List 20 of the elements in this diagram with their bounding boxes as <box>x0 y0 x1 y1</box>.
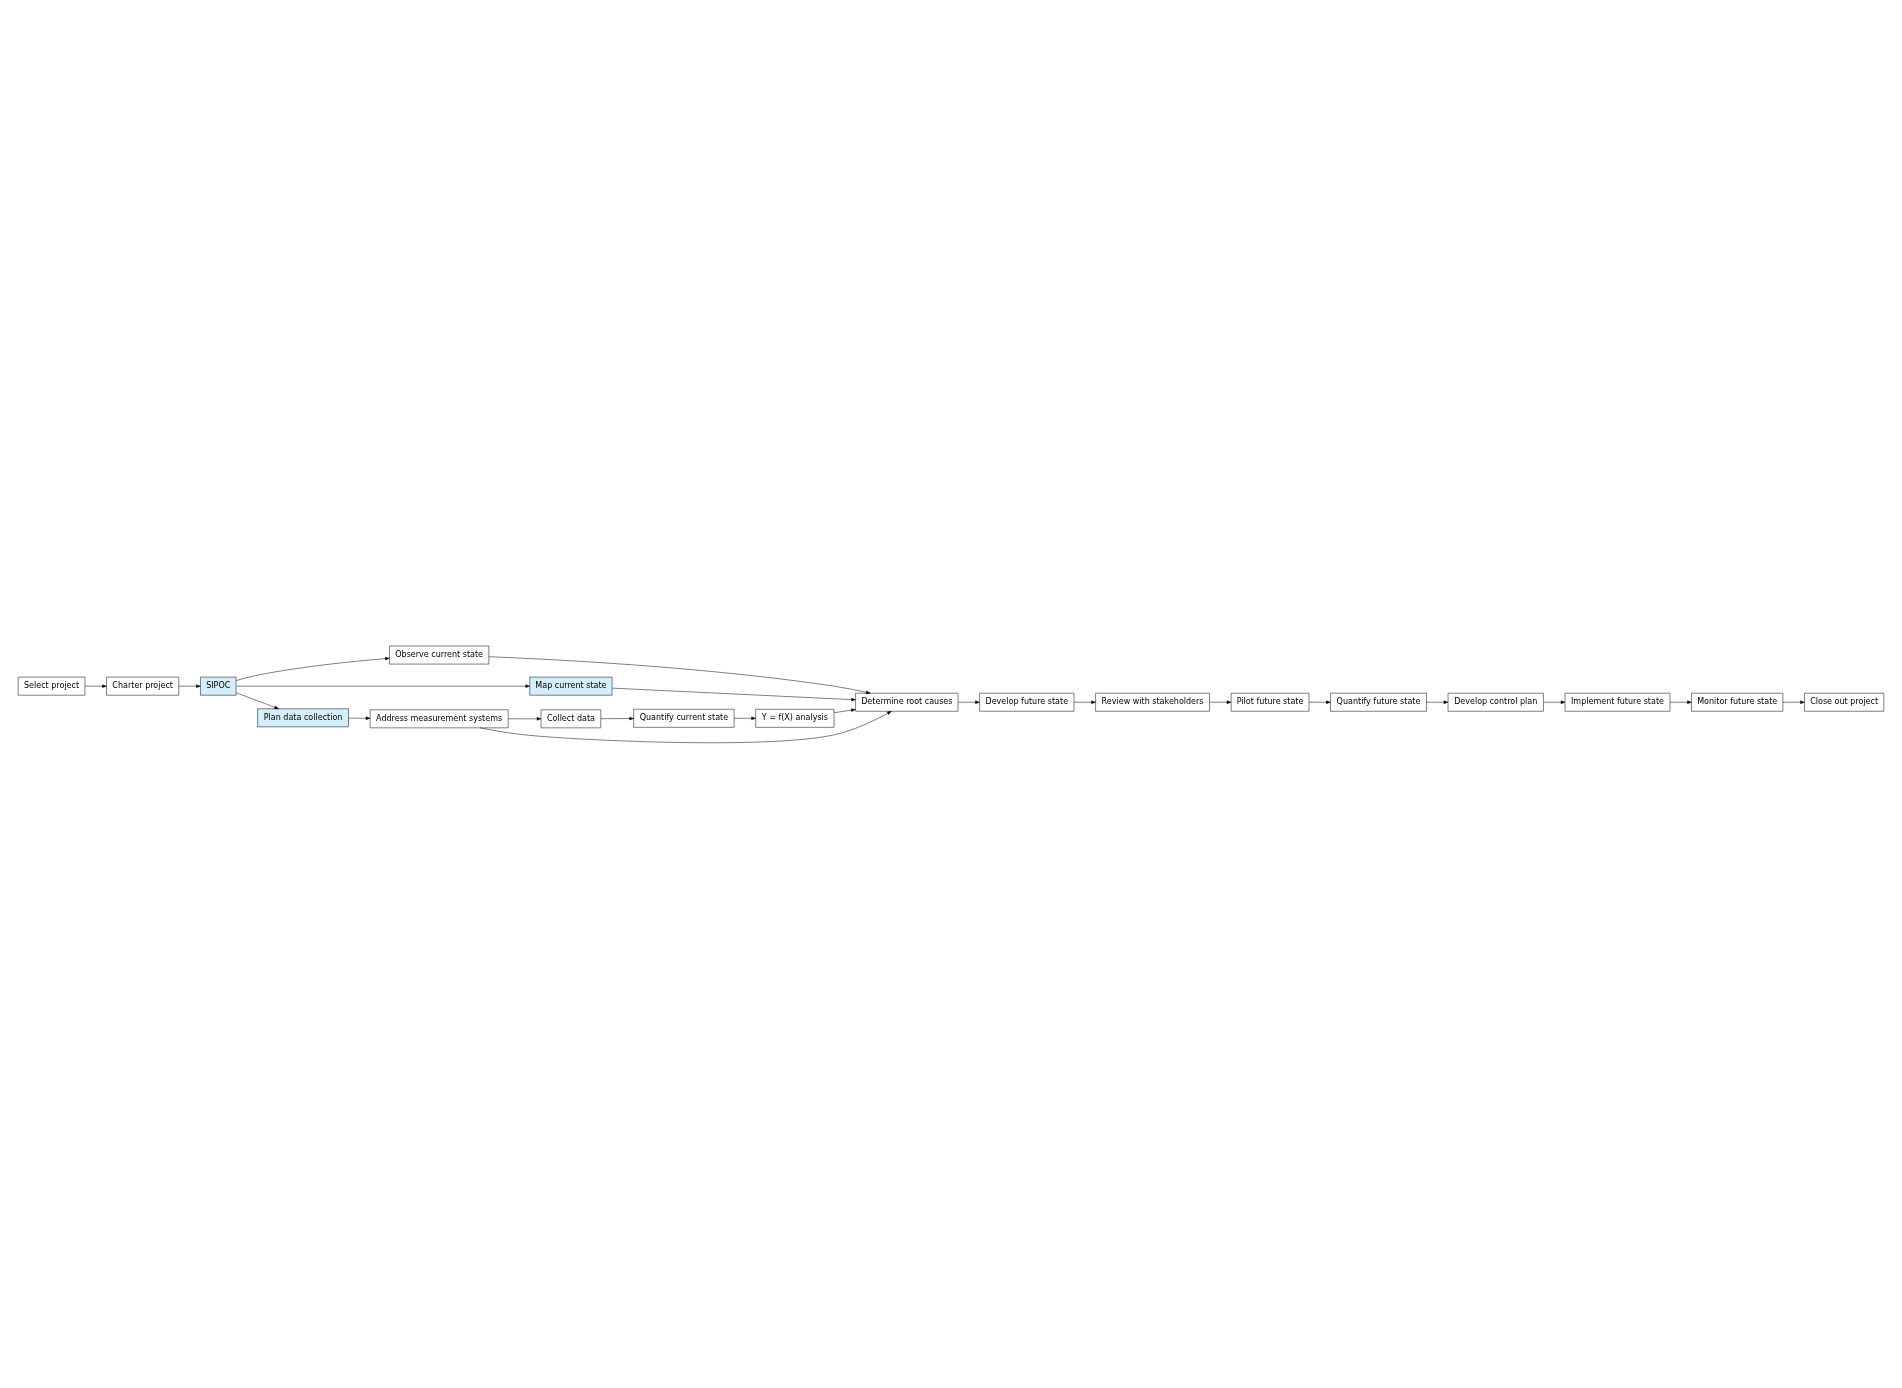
arrow <box>600 716 634 720</box>
arrow <box>734 716 756 720</box>
arrow <box>1669 700 1692 704</box>
arrow <box>348 716 371 720</box>
arrow <box>178 684 201 688</box>
arrow <box>1209 700 1232 704</box>
arrow <box>1308 700 1331 704</box>
arrow <box>235 684 530 688</box>
arrow <box>488 655 871 694</box>
arrow <box>611 687 856 701</box>
arrow <box>235 656 390 681</box>
arrow <box>833 708 856 713</box>
arrow <box>508 716 542 720</box>
arrow <box>957 700 980 704</box>
arrow <box>1782 700 1805 704</box>
arrow <box>1543 700 1566 704</box>
arrow <box>84 684 107 688</box>
arrow <box>1426 700 1449 704</box>
arrow <box>1073 700 1096 704</box>
arrow <box>235 692 279 709</box>
